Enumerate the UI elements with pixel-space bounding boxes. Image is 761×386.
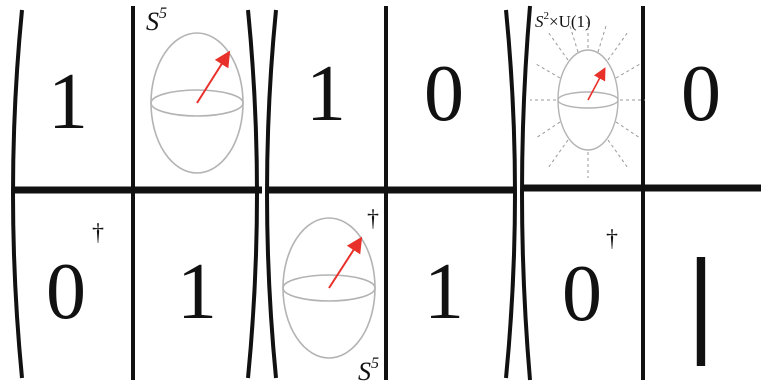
- matrix-1-top-left-value: 1: [48, 58, 88, 146]
- matrix-2: 1 0 † S5 1: [267, 6, 515, 386]
- matrix-1-right-paren: [248, 10, 257, 378]
- matrix-3-bottom-right-bar: |: [688, 233, 714, 366]
- matrix-3-dagger: †: [606, 226, 618, 252]
- matrix-3-top-right-value: 0: [681, 50, 721, 138]
- matrix-2-left-paren: [267, 10, 276, 378]
- vector-arrow-icon: [329, 240, 360, 288]
- matrix-1-sphere-label: S5: [146, 5, 167, 36]
- matrix-1: 1 S5 0 † 1: [12, 5, 262, 380]
- matrix-2-top-left-value: 1: [306, 50, 346, 138]
- matrix-2-sphere-label: S5: [358, 355, 379, 386]
- radiating-sphere-icon: [530, 22, 645, 178]
- matrix-2-bottom-right-value: 1: [424, 248, 464, 336]
- matrix-3-bottom-left-value: 0: [562, 250, 602, 338]
- vector-arrow-icon: [197, 54, 228, 103]
- matrix-1-left-paren: [13, 10, 22, 378]
- matrix-3: S2×U(1) 0: [522, 6, 761, 380]
- matrix-1-dagger: †: [92, 220, 104, 246]
- matrix-2-top-right-value: 0: [424, 50, 464, 138]
- vector-arrow-icon: [588, 70, 604, 100]
- matrix-2-right-paren: [506, 10, 515, 378]
- matrix-3-left-paren: [522, 6, 530, 380]
- matrix-1-bottom-left-value: 0: [46, 248, 86, 336]
- matrix-2-dagger: †: [367, 206, 379, 232]
- matrix-1-bottom-right-value: 1: [177, 248, 217, 336]
- matrix-3-sphere-label: S2×U(1): [535, 10, 591, 31]
